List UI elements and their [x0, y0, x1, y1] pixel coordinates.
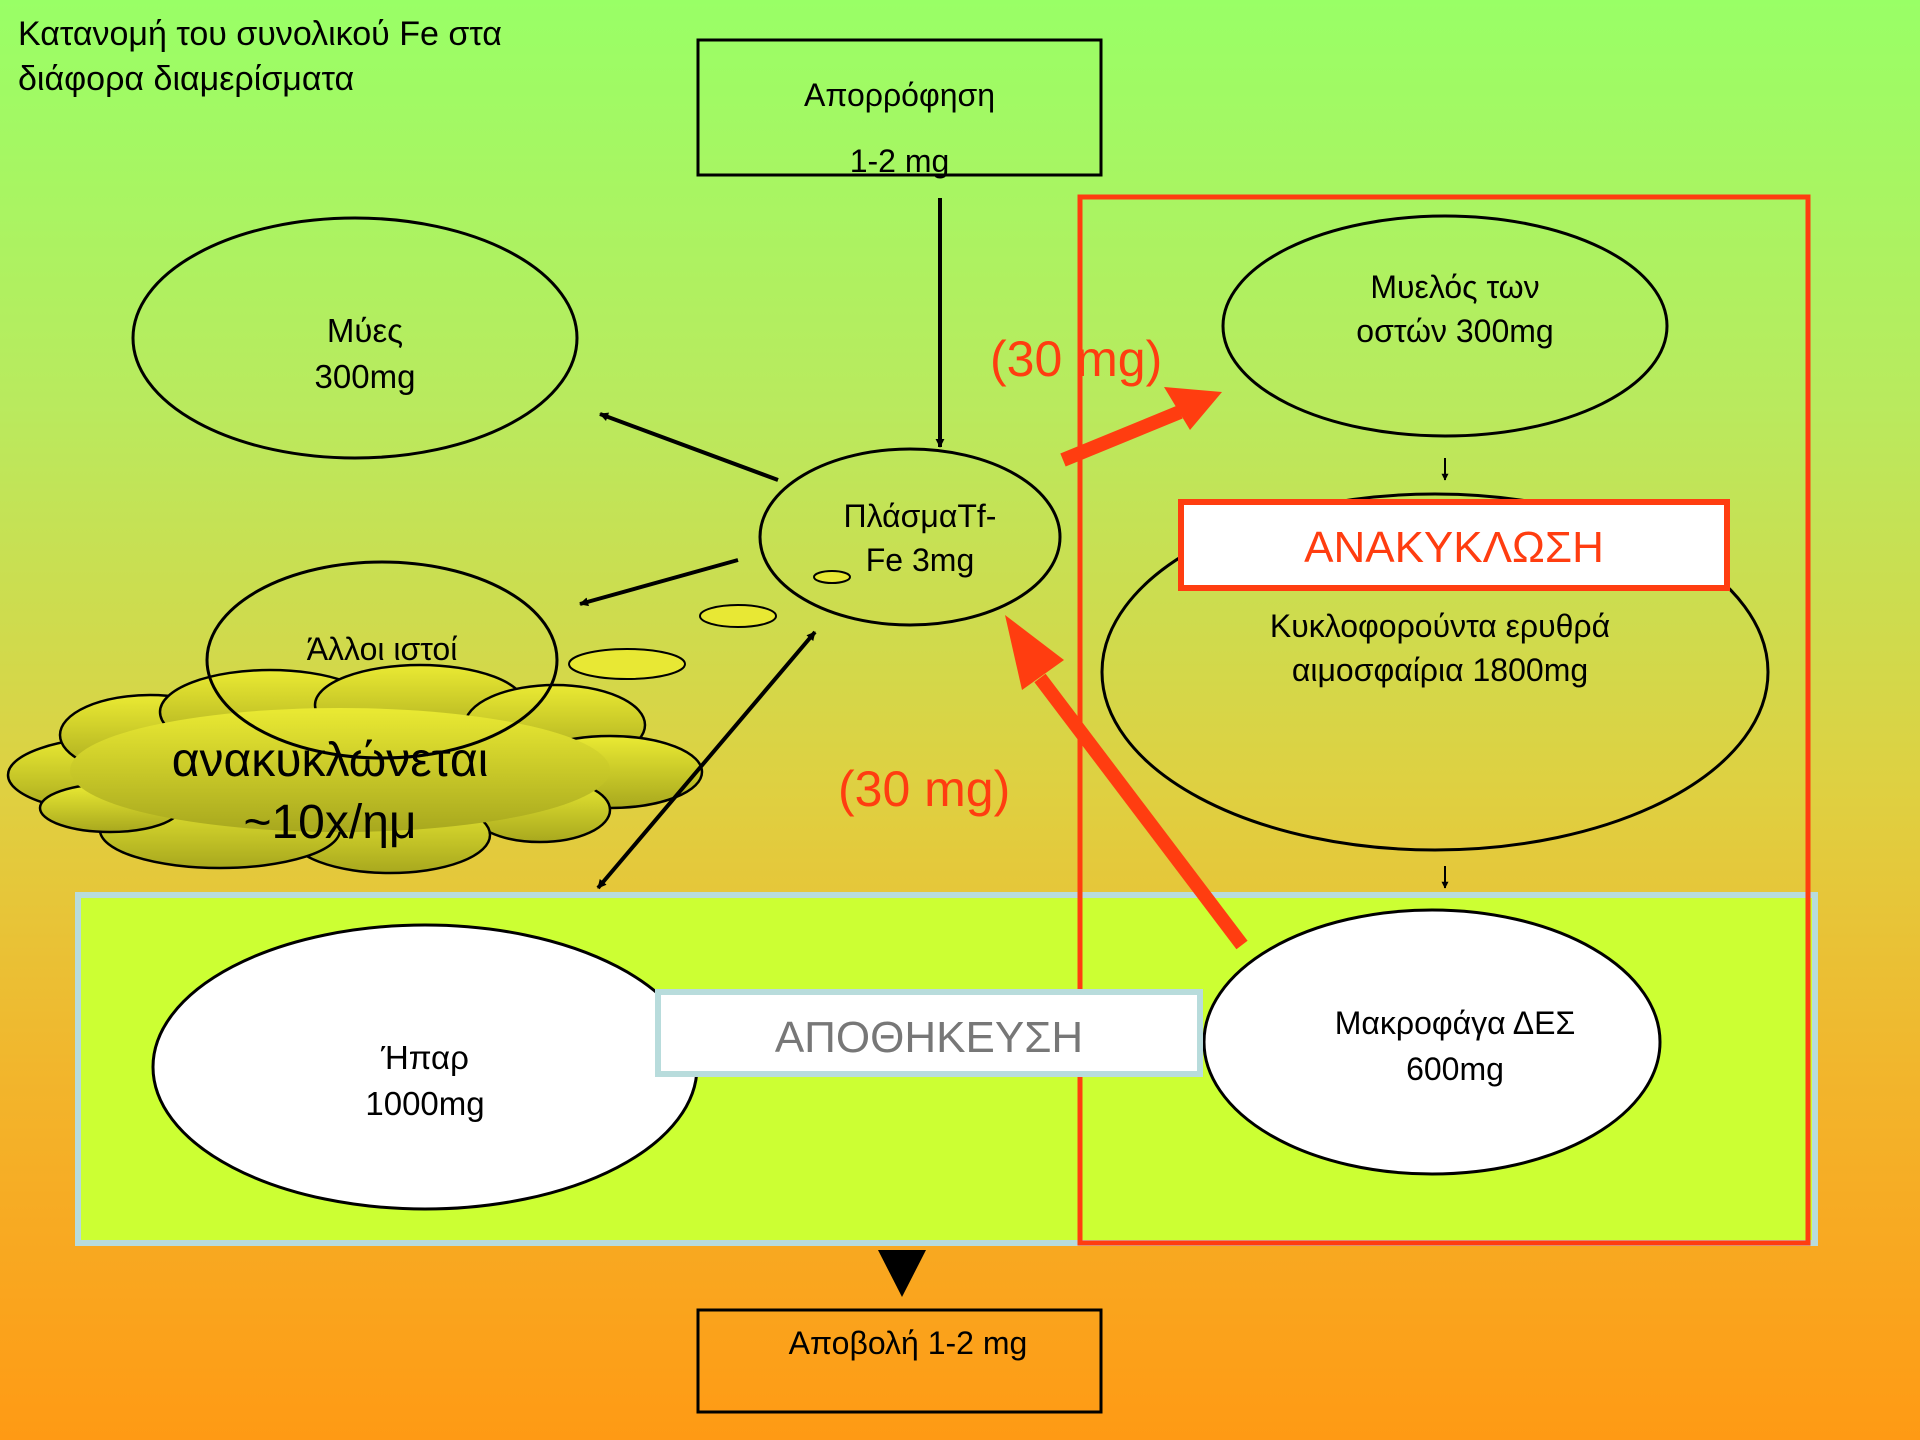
- arrow-plasma-to-other: [579, 558, 739, 607]
- red-cells-label: Κυκλοφορούντα ερυθρά αιμοσφαίρια 1800mg: [1180, 604, 1700, 692]
- recycling-text: ΑΝΑΚΥΚΛΩΣΗ: [1304, 523, 1604, 572]
- macrophages-label: Μακροφάγα ΔΕΣ 600mg: [1250, 1000, 1660, 1092]
- excretion-text: Αποβολή 1-2 mg: [788, 1325, 1028, 1361]
- bone-marrow-label: Μυελός των οστών 300mg: [1275, 265, 1635, 353]
- red-arrow-macrophages-to-plasma: [1034, 673, 1248, 950]
- storage-label-box: [655, 989, 1203, 1077]
- red-arrow-plasma-to-marrow: [1060, 405, 1183, 467]
- absorption-text: Απορρόφηση: [803, 77, 996, 113]
- red-cells-value: αιμοσφαίρια 1800mg: [1291, 652, 1589, 688]
- macrophages-value: 600mg: [1406, 1051, 1504, 1087]
- absorption-label: Απορρόφηση 1-2 mg: [698, 62, 1101, 194]
- muscles-ellipse: [131, 216, 579, 460]
- other-tissues-text: Άλλοι ιστοί: [306, 631, 458, 667]
- bone-marrow-ellipse: [1221, 214, 1669, 438]
- liver-value: 1000mg: [365, 1085, 485, 1122]
- thought-bubble-large: [568, 648, 686, 680]
- flow-label-to-marrow: (30 mg): [990, 326, 1200, 394]
- flow-label-from-macrophages: (30 mg): [838, 756, 1048, 824]
- excretion-label: Αποβολή 1-2 mg: [698, 1322, 1118, 1365]
- muscles-label: Μύες 300mg: [200, 308, 530, 400]
- other-tissues-label: Άλλοι ιστοί: [232, 628, 532, 671]
- red-cells-ellipse: [1100, 492, 1770, 852]
- red-cells-text: Κυκλοφορούντα ερυθρά: [1269, 608, 1611, 644]
- plasma-label: ΠλάσμαTf- Fe 3mg: [800, 494, 1040, 582]
- other-tissues-ellipse: [205, 560, 559, 760]
- storage-label: ΑΠΟΘΗΚΕΥΣΗ: [658, 1008, 1200, 1067]
- plasma-text: ΠλάσμαTf-: [843, 498, 997, 534]
- recycling-label-box: [1178, 499, 1730, 591]
- flow-to-marrow-text: (30 mg): [990, 331, 1163, 387]
- excretion-box: [696, 1308, 1103, 1414]
- diagram-title: Κατανομή του συνολικού Fe στα διάφορα δι…: [18, 15, 502, 98]
- absorption-box: [696, 38, 1103, 177]
- macrophages-text: Μακροφάγα ΔΕΣ: [1334, 1005, 1576, 1041]
- cloud-line2: ~10x/ημ: [243, 796, 417, 849]
- bone-marrow-value: οστών 300mg: [1356, 313, 1554, 349]
- bone-marrow-text: Μυελός των: [1370, 269, 1540, 305]
- macrophages-ellipse: [1202, 908, 1662, 1176]
- thought-bubble-medium: [699, 604, 777, 628]
- arrow-storage-to-excretion: [878, 1250, 926, 1297]
- muscles-value: 300mg: [314, 358, 416, 395]
- red-arrow-macrophages-to-plasma-head: [1005, 615, 1064, 690]
- plasma-ellipse: [758, 447, 1062, 627]
- absorption-value: 1-2 mg: [849, 143, 950, 179]
- cloud-line1: ανακυκλώνεται: [171, 734, 489, 787]
- thought-bubble-small: [813, 570, 851, 584]
- storage-text: ΑΠΟΘΗΚΕΥΣΗ: [774, 1013, 1084, 1062]
- cloud-label: ανακυκλώνεται ~10x/ημ: [110, 730, 550, 854]
- liver-label: Ήπαρ 1000mg: [270, 1035, 580, 1127]
- flow-from-macrophages-text: (30 mg): [838, 761, 1011, 817]
- red-arrow-plasma-to-marrow-head: [1164, 387, 1222, 430]
- plasma-value: Fe 3mg: [865, 542, 975, 578]
- muscles-text: Μύες: [326, 312, 404, 349]
- arrow-plasma-to-muscles: [599, 412, 779, 482]
- recycling-label: ΑΝΑΚΥΚΛΩΣΗ: [1181, 518, 1727, 577]
- liver-text: Ήπαρ: [381, 1039, 469, 1076]
- arrow-plasma-liver-bidirectional: [596, 630, 817, 890]
